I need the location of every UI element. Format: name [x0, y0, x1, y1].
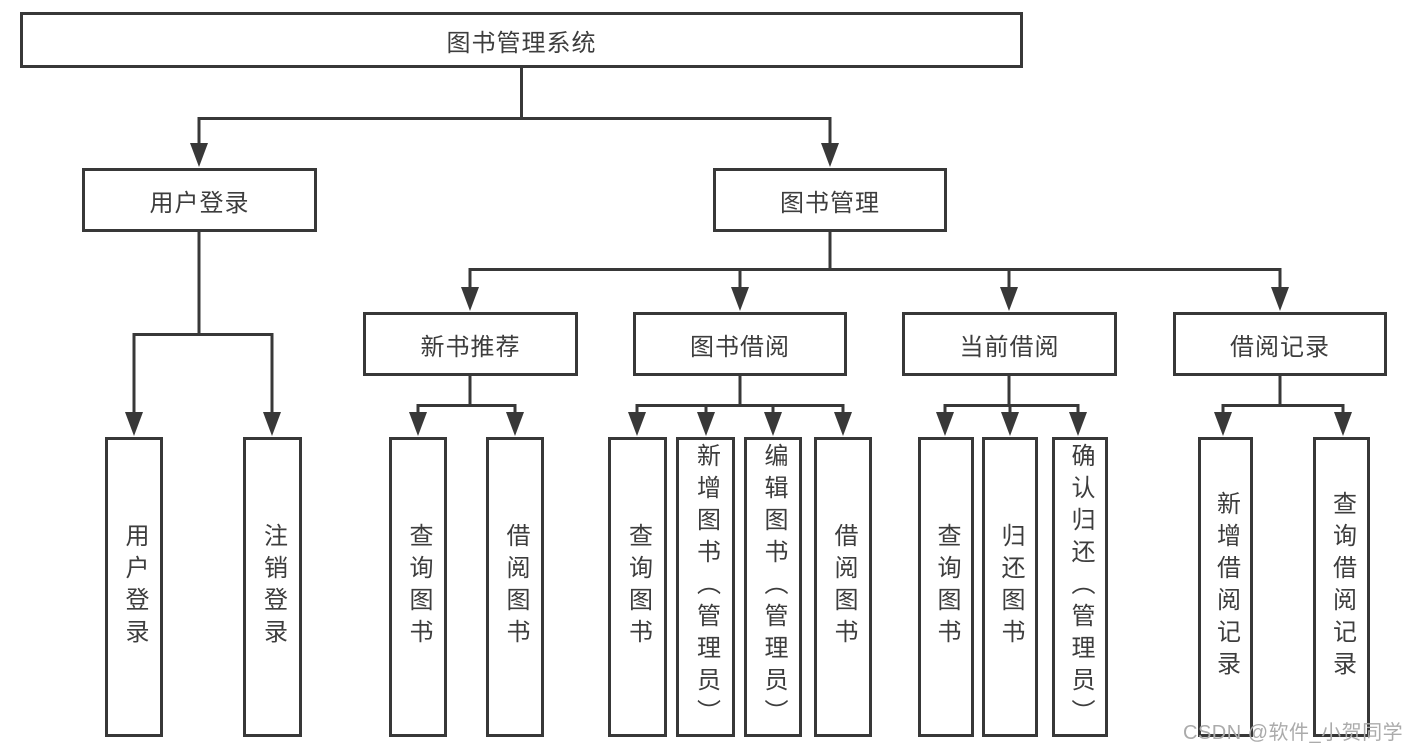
- leaf-edit-book-admin: 编辑图书（管理员）: [744, 437, 802, 737]
- leaf-query-books-2: 查询图书: [608, 437, 667, 737]
- node-borrow-records-label: 借阅记录: [1230, 333, 1330, 361]
- connector-borrow-record-to-leaves: [1214, 376, 1352, 436]
- leaf-borrow-books-1: 借阅图书: [486, 437, 544, 737]
- leaf-user-login: 用户登录: [105, 437, 163, 737]
- node-root: 图书管理系统: [20, 12, 1023, 68]
- leaf-query-borrow-record-label: 查询借阅记录: [1328, 491, 1356, 683]
- leaf-query-borrow-record: 查询借阅记录: [1313, 437, 1370, 737]
- node-user-login: 用户登录: [82, 168, 317, 232]
- node-current-borrow-label: 当前借阅: [959, 333, 1060, 361]
- leaf-confirm-return-admin: 确认归还（管理员）: [1052, 437, 1108, 737]
- leaf-query-books-1: 查询图书: [389, 437, 447, 737]
- node-new-book-recommend-label: 新书推荐: [420, 333, 521, 361]
- node-book-management-label: 图书管理: [780, 189, 880, 217]
- connector-book-management-to-level3: [461, 232, 1289, 311]
- csdn-watermark: CSDN @软件_小贺同学: [1183, 722, 1404, 744]
- node-new-book-recommend: 新书推荐: [363, 312, 578, 376]
- node-book-management: 图书管理: [713, 168, 947, 232]
- connector-user-login-to-leaves: [125, 232, 281, 436]
- leaf-add-borrow-record: 新增借阅记录: [1198, 437, 1253, 737]
- node-current-borrow: 当前借阅: [902, 312, 1117, 376]
- leaf-logout-login: 注销登录: [243, 437, 302, 737]
- leaf-query-books-2-label: 查询图书: [624, 523, 652, 651]
- connector-current-borrow-to-leaves: [936, 376, 1087, 436]
- connector-root-to-level2: [190, 68, 839, 167]
- node-root-label: 图书管理系统: [446, 29, 597, 57]
- leaf-query-books-3-label: 查询图书: [933, 523, 960, 651]
- leaf-add-book-admin-label: 新增图书（管理员）: [692, 443, 720, 731]
- leaf-query-books-3: 查询图书: [918, 437, 974, 737]
- leaf-borrow-books-2-label: 借阅图书: [830, 523, 857, 651]
- node-user-login-label: 用户登录: [149, 189, 250, 217]
- node-borrow-records: 借阅记录: [1173, 312, 1387, 376]
- leaf-return-books: 归还图书: [982, 437, 1038, 737]
- node-book-borrow: 图书借阅: [633, 312, 847, 376]
- connector-new-book-to-leaves: [409, 376, 524, 436]
- node-book-borrow-label: 图书借阅: [690, 333, 790, 361]
- leaf-logout-login-label: 注销登录: [259, 523, 287, 651]
- leaf-confirm-return-admin-label: 确认归还（管理员）: [1067, 443, 1094, 731]
- leaf-borrow-books-1-label: 借阅图书: [502, 523, 529, 651]
- leaf-edit-book-admin-label: 编辑图书（管理员）: [760, 443, 787, 731]
- connector-book-borrow-to-leaves: [628, 376, 852, 436]
- leaf-add-borrow-record-label: 新增借阅记录: [1212, 491, 1240, 683]
- leaf-borrow-books-2: 借阅图书: [814, 437, 872, 737]
- leaf-return-books-label: 归还图书: [997, 523, 1024, 651]
- leaf-user-login-label: 用户登录: [121, 523, 148, 651]
- leaf-add-book-admin: 新增图书（管理员）: [676, 437, 735, 737]
- leaf-query-books-1-label: 查询图书: [405, 523, 432, 651]
